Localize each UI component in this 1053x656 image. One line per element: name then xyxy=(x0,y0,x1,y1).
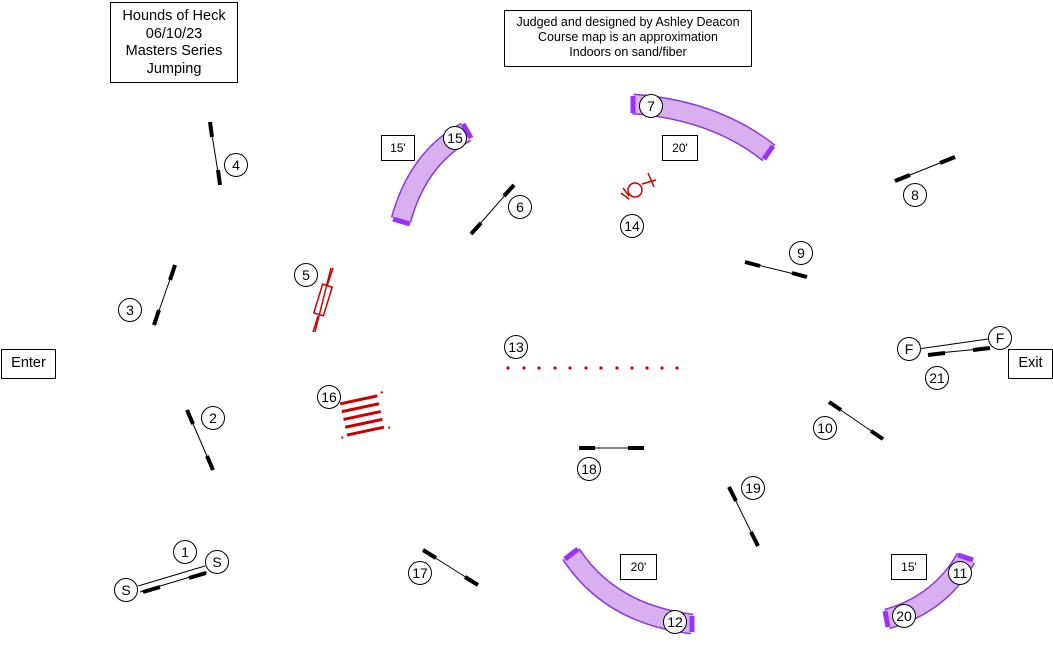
number-marker: F xyxy=(897,337,921,361)
number-marker: 1 xyxy=(173,540,197,564)
svg-text:21: 21 xyxy=(929,370,945,386)
svg-text:S: S xyxy=(121,582,130,598)
tunnel-length-label: 20' xyxy=(662,135,698,161)
svg-text:16: 16 xyxy=(321,389,337,405)
number-marker: 21 xyxy=(925,366,949,390)
judge-note-box: Judged and designed by Ashley Deacon Cou… xyxy=(504,10,752,67)
number-marker: 18 xyxy=(577,457,601,481)
svg-text:3: 3 xyxy=(126,302,134,318)
svg-text:5: 5 xyxy=(302,267,310,283)
jump-8 xyxy=(894,155,956,183)
svg-text:F: F xyxy=(996,330,1005,346)
number-marker: 9 xyxy=(789,241,813,265)
svg-text:9: 9 xyxy=(797,245,805,261)
tire-14 xyxy=(620,172,657,200)
number-marker: 2 xyxy=(201,406,225,430)
number-marker: 6 xyxy=(508,195,532,219)
number-marker: 7 xyxy=(639,94,663,118)
number-marker: 13 xyxy=(504,335,528,359)
number-marker: 16 xyxy=(317,385,341,409)
svg-text:19: 19 xyxy=(745,480,761,496)
enter-label: Enter xyxy=(1,349,56,379)
svg-text:1: 1 xyxy=(181,544,189,560)
number-marker: 3 xyxy=(118,298,142,322)
svg-text:F: F xyxy=(905,341,914,357)
svg-text:12: 12 xyxy=(667,614,683,630)
number-marker: 4 xyxy=(224,153,248,177)
event-name: Hounds of Heck xyxy=(122,8,226,24)
jump-17 xyxy=(421,548,480,587)
event-class: Jumping xyxy=(146,60,202,77)
svg-text:6: 6 xyxy=(516,199,524,215)
jump-19 xyxy=(727,486,760,547)
weave-poles-13 xyxy=(506,366,679,370)
number-marker: 10 xyxy=(813,416,837,440)
svg-text:13: 13 xyxy=(508,339,524,355)
number-marker: F xyxy=(988,326,1012,350)
exit-label: Exit xyxy=(1008,349,1053,379)
svg-text:20: 20 xyxy=(896,608,912,624)
tunnel-length-label: 15' xyxy=(381,135,415,161)
svg-text:17: 17 xyxy=(412,565,428,581)
number-marker: 20 xyxy=(892,604,916,628)
number-marker: S xyxy=(114,578,138,602)
svg-text:11: 11 xyxy=(953,565,968,581)
number-marker: 5 xyxy=(294,263,318,287)
number-marker: 12 xyxy=(663,610,687,634)
event-series: Masters Series xyxy=(125,43,223,59)
number-marker: 14 xyxy=(620,214,644,238)
judge-line: Judged and designed by Ashley Deacon xyxy=(516,15,740,29)
jump-21 xyxy=(917,338,991,357)
event-date: 06/10/23 xyxy=(145,25,203,42)
number-marker: S xyxy=(205,550,229,574)
jump-3 xyxy=(152,264,177,326)
tunnel-length-label: 20' xyxy=(620,554,657,580)
tire-5 xyxy=(312,267,334,333)
jump-1 xyxy=(137,565,208,594)
svg-text:S: S xyxy=(212,554,221,570)
jump-9 xyxy=(744,260,808,279)
surface-line: Indoors on sand/fiber xyxy=(569,45,687,59)
broad-jump-16 xyxy=(333,391,391,439)
number-marker: 19 xyxy=(741,476,765,500)
number-marker: 11 xyxy=(948,561,972,585)
jump-6 xyxy=(469,183,516,236)
svg-text:7: 7 xyxy=(647,98,655,114)
number-marker: 17 xyxy=(408,561,432,585)
event-title-box: Hounds of Heck 06/10/23 Masters Series J… xyxy=(110,2,238,83)
number-marker: 15 xyxy=(443,126,467,150)
number-marker: 8 xyxy=(903,183,927,207)
jump-10 xyxy=(827,400,885,441)
svg-text:15: 15 xyxy=(447,130,463,146)
jump-4 xyxy=(208,121,222,186)
svg-text:14: 14 xyxy=(624,218,640,234)
jump-2 xyxy=(185,409,215,471)
approximation-line: Course map is an approximation xyxy=(538,30,718,44)
svg-text:8: 8 xyxy=(911,187,919,203)
tunnel-length-label: 15' xyxy=(891,554,927,580)
svg-text:4: 4 xyxy=(232,157,240,173)
svg-text:18: 18 xyxy=(581,461,597,477)
svg-text:10: 10 xyxy=(817,420,833,436)
svg-text:2: 2 xyxy=(209,410,217,426)
